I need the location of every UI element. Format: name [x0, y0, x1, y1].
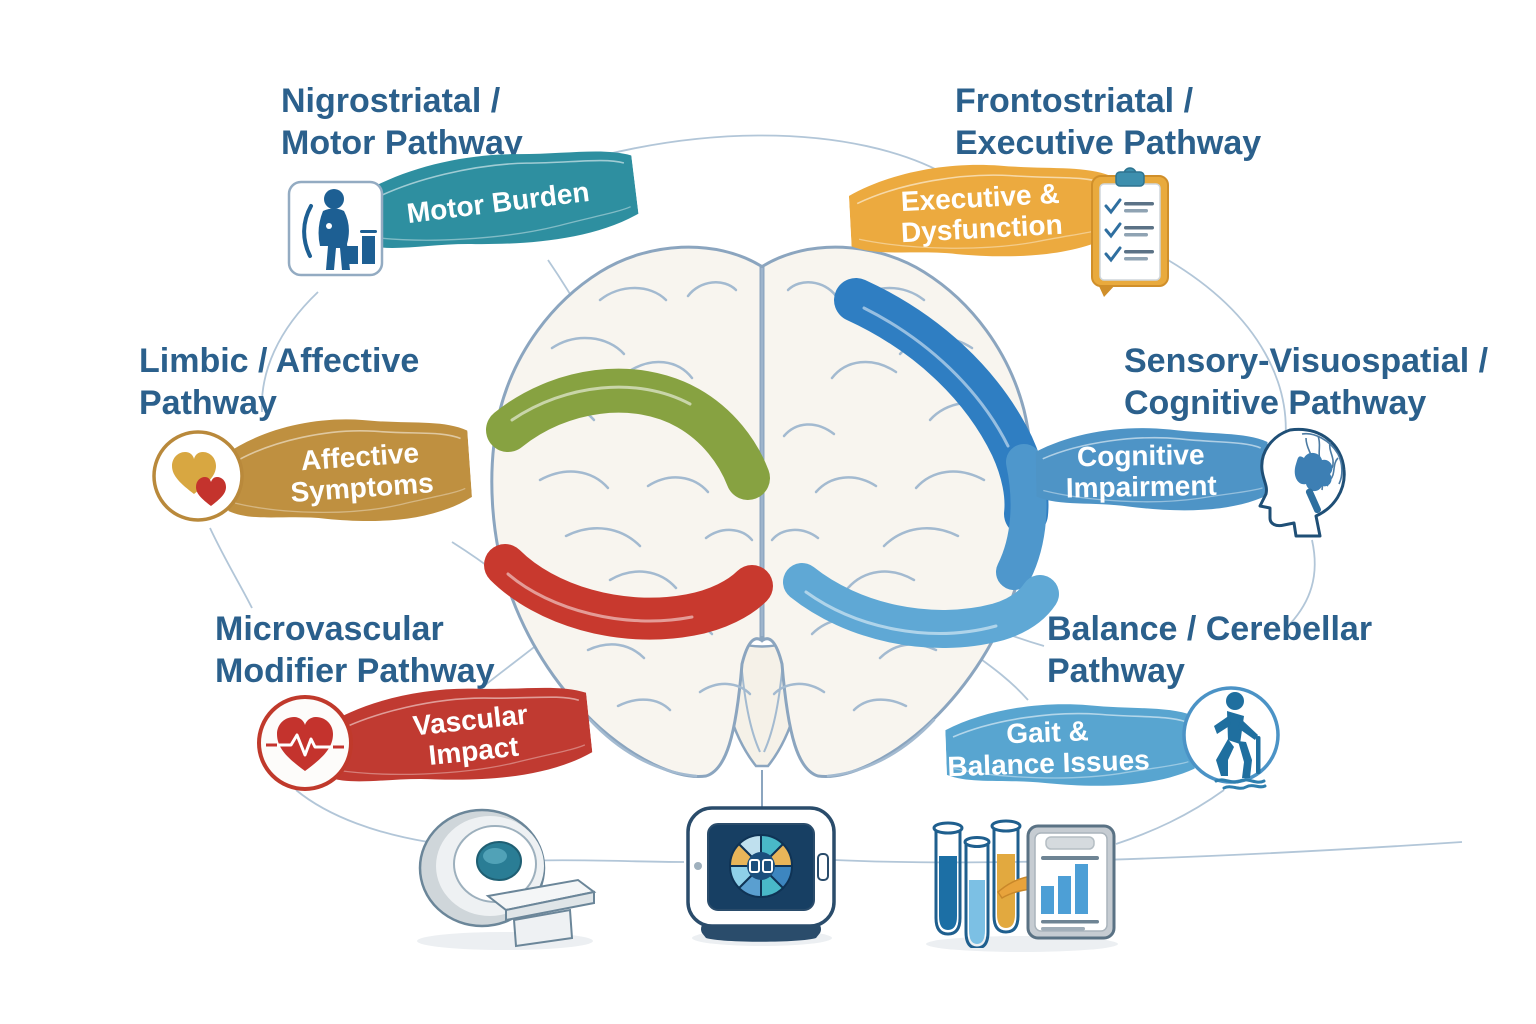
limbic-band: [486, 368, 770, 500]
ribbon-label: Executive & Dysfunction: [899, 178, 1063, 248]
heading-line: Sensory-Visuospatial /: [1124, 342, 1489, 380]
balance-ribbon: Gait & Balance Issues: [944, 696, 1195, 799]
heading-line: Pathway: [139, 384, 277, 422]
heading-line: Modifier Pathway: [215, 652, 495, 690]
brain-scan-monitor-icon: [682, 804, 840, 942]
vascular-ribbon: Vascular Impact: [319, 670, 595, 803]
ribbon-label: Affective Symptoms: [261, 436, 435, 510]
cognitive-pathway-heading: Sensory-Visuospatial / Cognitive Pathway: [1124, 340, 1488, 424]
cognitive-ribbon: Cognitive Impairment: [1035, 422, 1269, 520]
balance-pathway-heading: Balance / Cerebellar Pathway: [1047, 608, 1372, 692]
cerebellar-band: [783, 563, 1059, 648]
vascular-pathway-heading: Microvascular Modifier Pathway: [215, 608, 495, 692]
heading-line: Pathway: [1047, 652, 1185, 690]
executive-ribbon: Executive & Dysfunction: [847, 153, 1114, 273]
heading-line: Frontostriatal /: [955, 82, 1194, 120]
clipboard-checklist-icon: [1090, 166, 1172, 298]
motor-ribbon: Motor Burden: [355, 134, 642, 271]
ribbon-label: Gait & Balance Issues: [946, 712, 1194, 782]
person-tremor-icon: [287, 180, 384, 277]
affective-pathway-heading: Limbic / Affective Pathway: [139, 340, 419, 424]
heading-line: Limbic / Affective: [139, 342, 420, 380]
ribbon-label: Cognitive Impairment: [1065, 438, 1239, 503]
heading-line: Executive Pathway: [955, 124, 1262, 162]
heart-ecg-icon: [254, 692, 356, 794]
walking-person-cane-icon: [1178, 682, 1284, 794]
vascular-band: [484, 544, 773, 640]
two-hearts-icon: [150, 428, 246, 524]
heading-line: Nigrostriatal /: [281, 82, 501, 120]
ribbon-line: Cognitive: [1076, 439, 1205, 473]
lab-report-chart-icon: [1026, 824, 1118, 942]
head-profile-brain-icon: [1250, 424, 1354, 538]
executive-pathway-heading: Frontostriatal / Executive Pathway: [955, 80, 1261, 164]
motor-pathway-heading: Nigrostriatal / Motor Pathway: [281, 80, 523, 164]
heading-line: Motor Pathway: [281, 124, 523, 162]
ribbon-line: Impairment: [1065, 469, 1217, 504]
heading-line: Balance / Cerebellar: [1047, 610, 1373, 648]
mri-scanner-icon: [410, 798, 610, 948]
affective-ribbon: Affective Symptoms: [222, 406, 474, 541]
heading-line: Cognitive Pathway: [1124, 384, 1427, 422]
heading-line: Microvascular: [215, 610, 444, 648]
